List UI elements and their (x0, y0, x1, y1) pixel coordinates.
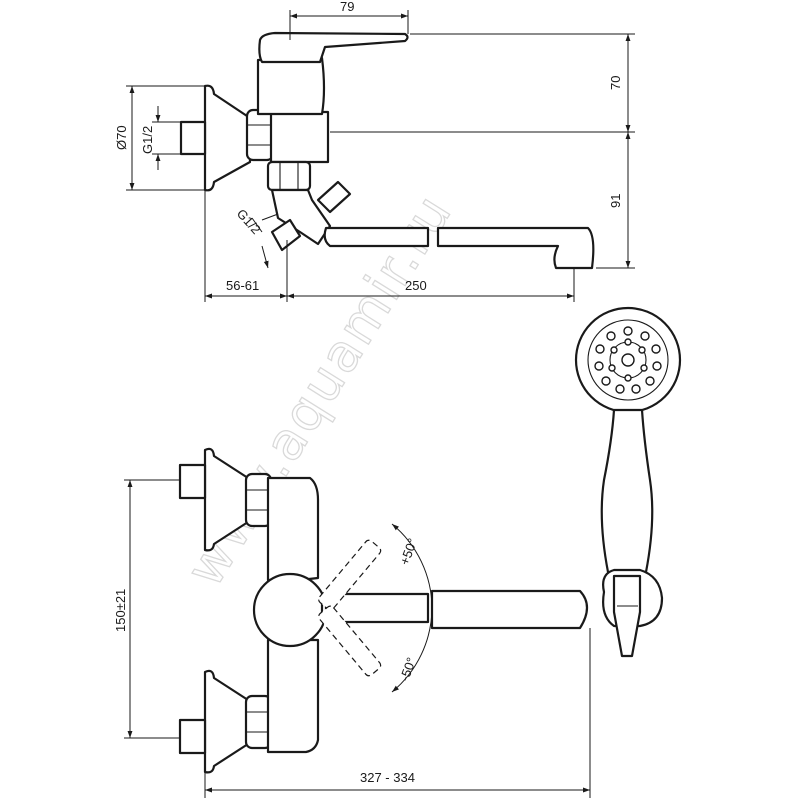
shower-nozzles (594, 326, 662, 394)
hand-shower (574, 306, 682, 658)
side-view: 79 70 91 Ø70 G1/2 G1/2 56-61 250 (114, 0, 635, 302)
side-spout (323, 226, 430, 248)
shower-handle (600, 408, 654, 574)
front-cartridge-disc (252, 572, 328, 648)
side-hex-nut (245, 108, 275, 162)
front-upper-inlet (178, 463, 207, 500)
side-diverter-knob (316, 180, 352, 214)
dim-eccentric-range: 56-61 (226, 278, 259, 293)
front-mixer-body (266, 476, 320, 754)
front-spout-end (430, 589, 589, 630)
dim-height-lower: 91 (608, 194, 623, 208)
dim-spout-length: 250 (405, 278, 427, 293)
dim-inlet-spacing: 150±21 (113, 589, 128, 632)
side-cartridge-cap (256, 56, 326, 116)
front-lower-inlet (178, 718, 207, 755)
dim-height-upper: 70 (608, 76, 623, 90)
shower-head-ring (587, 319, 669, 401)
dim-angle-down: -50° (397, 655, 419, 683)
side-wall-flange (203, 84, 252, 192)
dim-angle-up: +50° (397, 536, 420, 567)
dim-total-length: 327 - 334 (360, 770, 415, 785)
side-lower-nut (266, 160, 312, 192)
side-mixer-body (269, 110, 330, 164)
lever-ghost-down (318, 605, 382, 677)
dim-inlet-thread: G1/2 (140, 126, 155, 154)
side-lever-handle (258, 31, 409, 64)
dim-outlet-thread: G1/2 (234, 206, 264, 237)
front-lower-flange (203, 669, 250, 774)
side-shower-outlet (270, 218, 302, 252)
lever-ghost-up (318, 539, 382, 611)
front-view: +50° -50° 150±21 327 - 334 (113, 447, 591, 798)
shower-hose-connector (612, 574, 642, 658)
dim-lever-length: 79 (340, 0, 354, 14)
side-inlet-stub (179, 120, 207, 156)
side-spout-end (436, 226, 595, 270)
dim-flange-diameter: Ø70 (114, 125, 129, 150)
